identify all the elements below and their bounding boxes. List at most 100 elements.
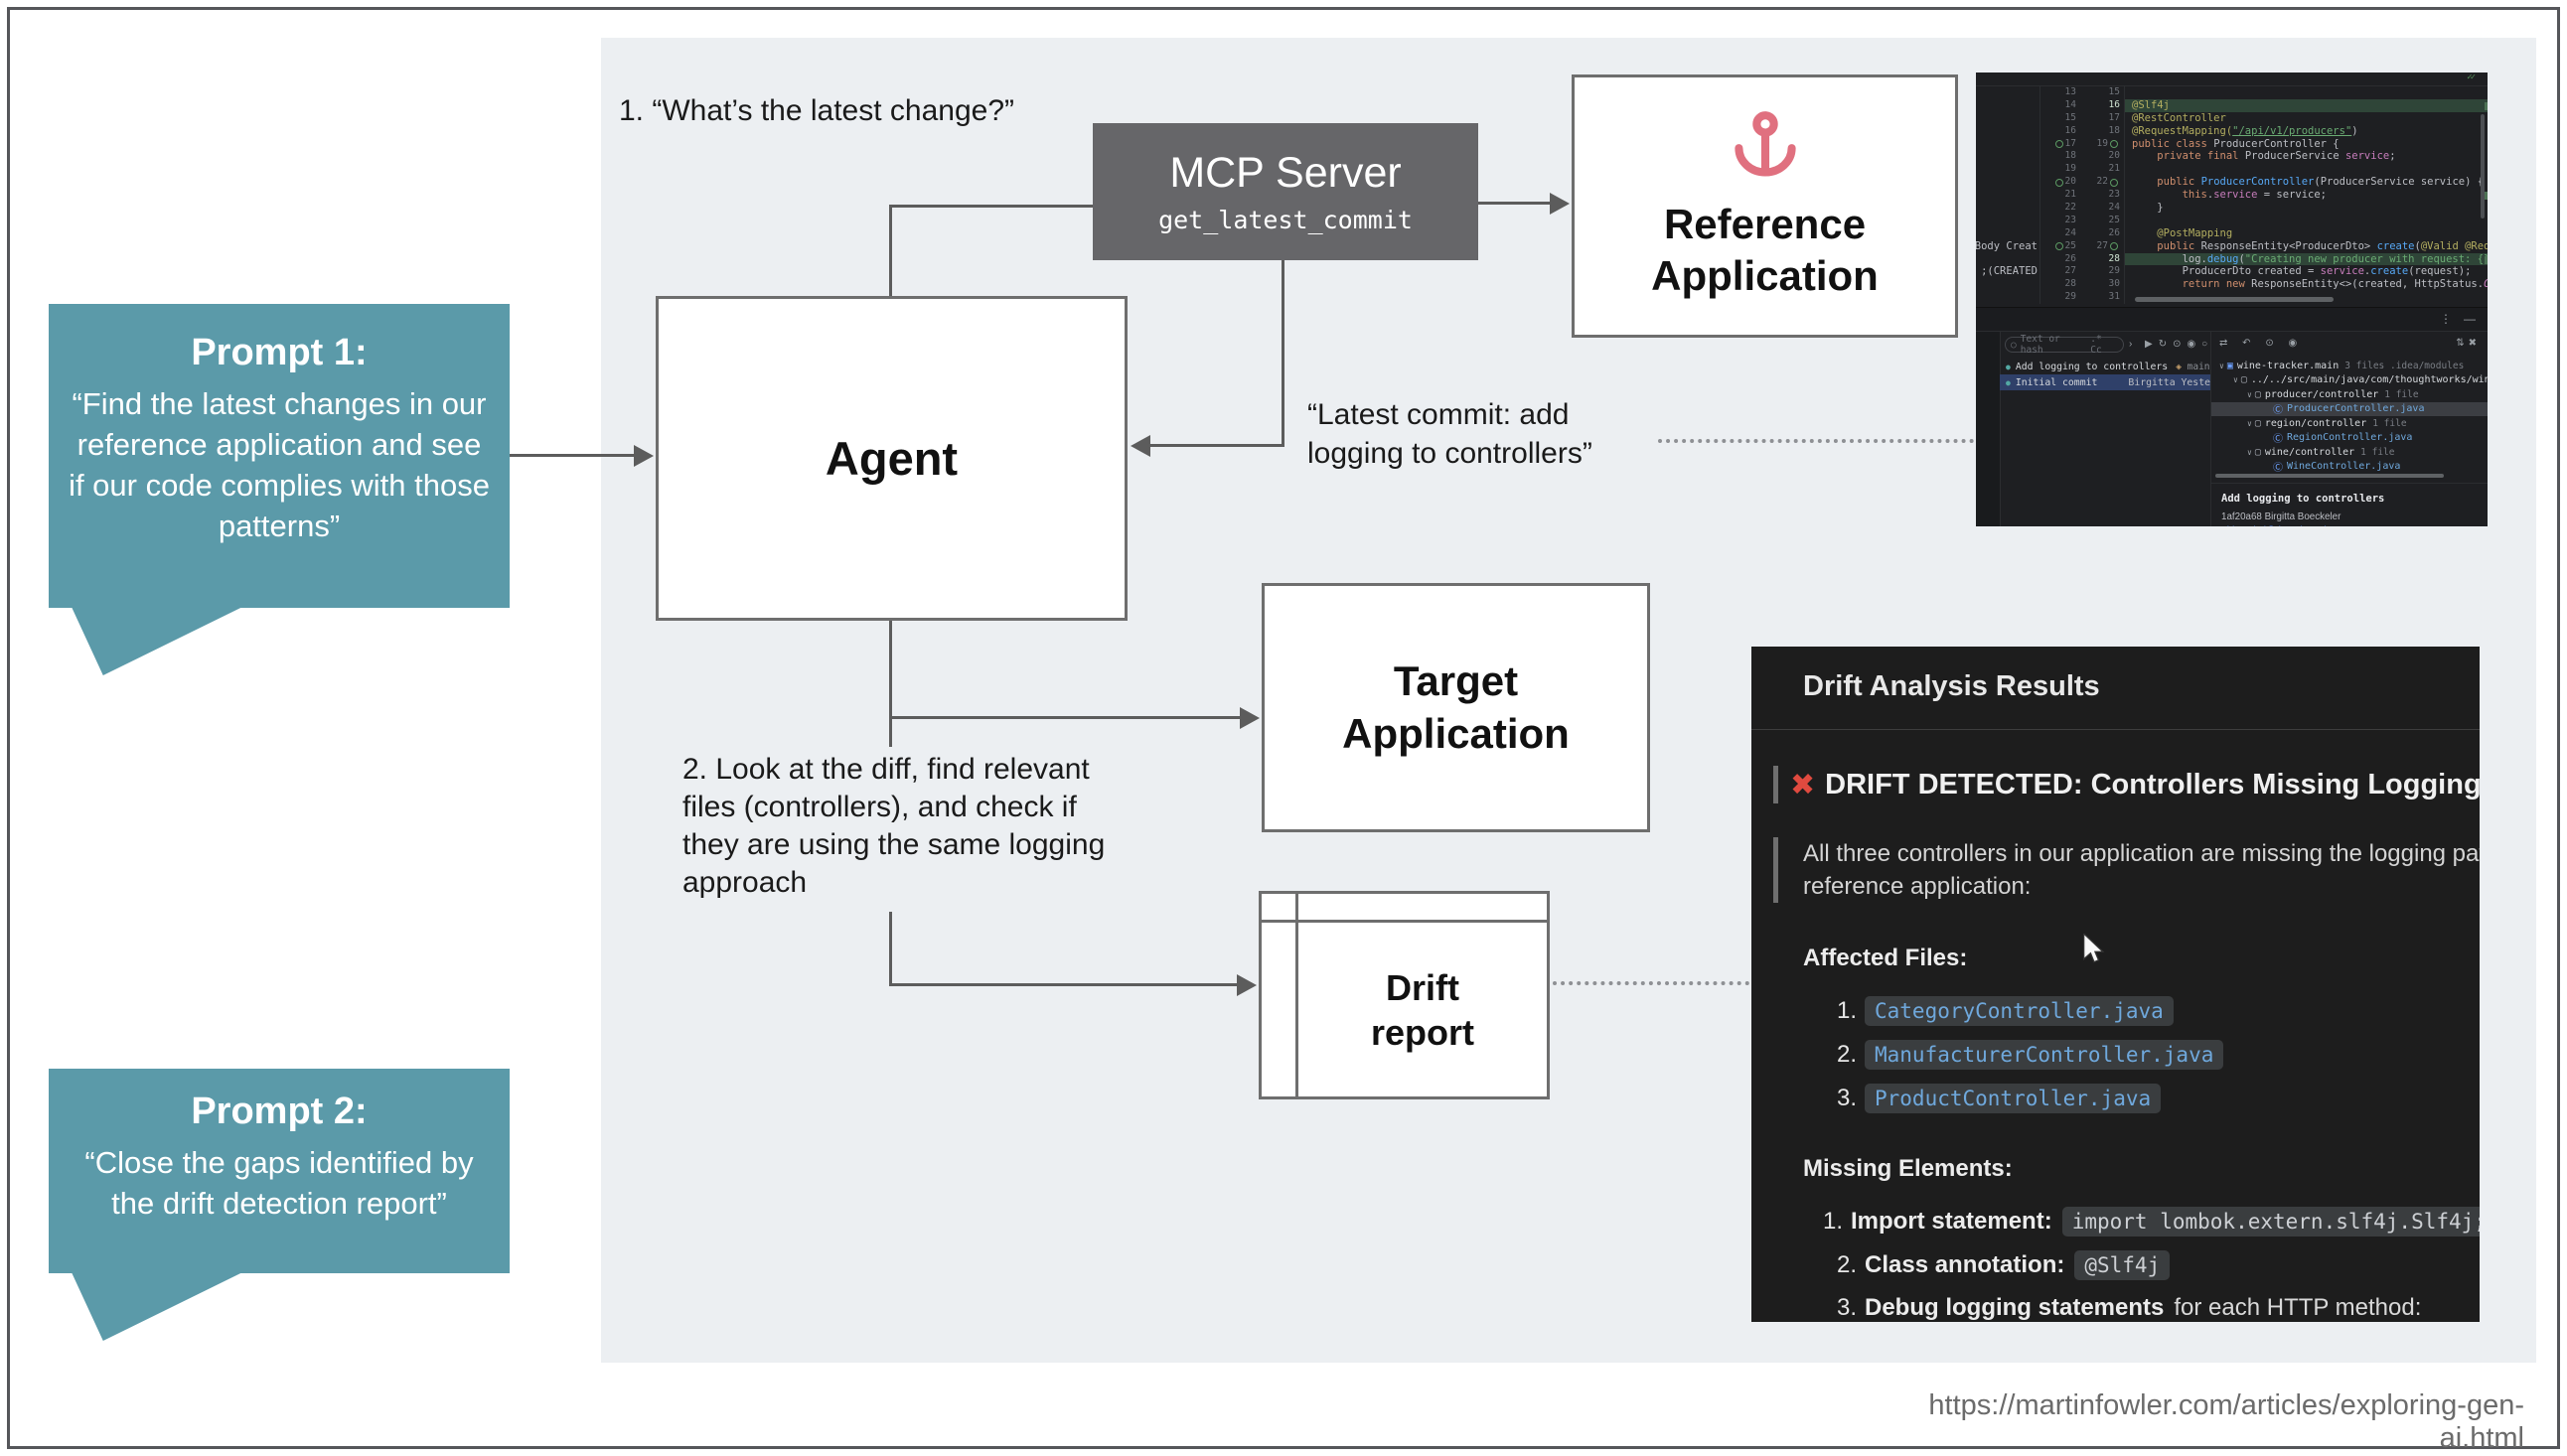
step1-label: 1. “What’s the latest change?”	[619, 94, 1014, 127]
reference-application-label: Reference Application	[1651, 200, 1879, 300]
missing-element-item: 3.Debug logging statements for each HTTP…	[1836, 1294, 2422, 1321]
missing-element-item: 2.Class annotation:@Slf4j	[1823, 1250, 2480, 1280]
affected-file-item: 3.ProductController.java	[1823, 1084, 2480, 1113]
connector-agent-to-mcp-vertical	[889, 205, 892, 298]
connector-mcp-to-agent-vertical	[1282, 260, 1284, 447]
source-url-caption[interactable]: https://martinfowler.com/articles/explor…	[1928, 1389, 2524, 1454]
override-icon	[2054, 242, 2063, 251]
search-options[interactable]: .* Cc	[2090, 334, 2102, 356]
latest-commit-label: “Latest commit: add logging to controlle…	[1307, 398, 1592, 470]
commit-author-email[interactable]: <bboeckel@thoughtworks.com>	[2221, 525, 2360, 526]
agent-label: Agent	[825, 432, 959, 485]
ide-top-strip	[1976, 73, 2488, 86]
drift-report-box: Drift report	[1259, 891, 1550, 1099]
target-application-label: Target Application	[1342, 657, 1570, 757]
missing-element-item: 1.Import statement:import lombok.extern.…	[1823, 1207, 2480, 1237]
minimize-icon[interactable]: —	[2464, 312, 2476, 326]
report-header-divider	[1262, 920, 1547, 923]
alert-left-bar	[1773, 766, 1778, 803]
connector-agent-to-mcp-horizontal	[889, 205, 1095, 208]
tree-horizontal-scrollbar[interactable]	[2215, 474, 2444, 478]
anchor-icon	[1729, 110, 1802, 189]
folder-icon: ▢	[2254, 446, 2261, 458]
affected-file-item: 2.ManufacturerController.java	[1823, 1040, 2480, 1070]
drift-analysis-panel: Drift Analysis Results ✖ DRIFT DETECTED:…	[1751, 647, 2480, 1322]
file-chip[interactable]: CategoryController.java	[1865, 996, 2174, 1026]
override-icon	[2054, 140, 2063, 148]
file-chip[interactable]: ManufacturerController.java	[1865, 1040, 2224, 1070]
file-chip[interactable]: ProductController.java	[1865, 1084, 2162, 1113]
connector-to-target	[889, 716, 1242, 719]
mouse-cursor	[2081, 932, 2107, 970]
connector-to-drift-report	[889, 983, 1239, 986]
prompt1-title: Prompt 1:	[191, 332, 368, 373]
arrowhead-into-agent-right	[1131, 435, 1150, 457]
folder-icon: ▢	[2254, 388, 2261, 400]
tree-toolbar-right-icons[interactable]: ⇅✖	[2456, 338, 2481, 349]
commit-dot-icon: ●	[2006, 377, 2011, 387]
diff-change-marker	[2485, 192, 2488, 200]
error-x-icon: ✖	[1790, 768, 1816, 801]
drift-alert: ✖ DRIFT DETECTED: Controllers Missing Lo…	[1773, 766, 2480, 803]
folder-icon: ▢	[2240, 374, 2247, 386]
commit-row[interactable]: ●Add logging to controllers◈ mainBirgitt…	[2006, 361, 2210, 372]
mcp-server-title: MCP Server	[1169, 149, 1402, 197]
tree-row[interactable]: ∨▢../../src/main/java/com/thoughtworks/w…	[2233, 374, 2488, 386]
arrowhead-into-reference	[1550, 193, 1570, 215]
missing-elements-label: Missing Elements:	[1803, 1155, 2013, 1182]
drift-panel-title: Drift Analysis Results	[1803, 670, 2100, 702]
commit-detail-title: Add logging to controllers	[2221, 493, 2385, 505]
override-icon	[2054, 178, 2063, 187]
commit-list-pane: ○ Text or hash .* Cc › ▶↻⊙◉○ ●Add loggin…	[2000, 332, 2210, 526]
connector-mcp-to-agent-horizontal	[1150, 444, 1284, 447]
git-toolbar-icons[interactable]: ▶↻⊙◉○	[2145, 339, 2210, 350]
affected-files-label: Affected Files:	[1803, 945, 1968, 971]
drift-title-divider	[1751, 729, 2480, 730]
commit-search-input[interactable]: ○ Text or hash .* Cc	[2005, 334, 2124, 356]
target-application-box: Target Application	[1262, 583, 1650, 832]
commit-dot-icon: ●	[2006, 362, 2011, 371]
chevron-down-icon: ∨	[2219, 361, 2224, 370]
chevron-down-icon: ∨	[2233, 375, 2238, 385]
dotted-link-to-drift-panel	[1553, 981, 1749, 985]
search-chevron-icon[interactable]: ›	[2129, 339, 2133, 350]
override-icon	[2110, 140, 2118, 148]
diff-horizontal-scrollbar[interactable]	[2135, 297, 2334, 302]
prompt1-bubble: Prompt 1: “Find the latest changes in ou…	[49, 304, 510, 608]
branch-tag: ◈ main	[2176, 361, 2210, 372]
more-icon[interactable]: ⋮	[2440, 312, 2452, 326]
tree-toolbar-icons[interactable]: ⇄ ↶ ⊙ ◉	[2219, 338, 2304, 349]
report-left-divider	[1295, 894, 1298, 1096]
class-icon: Ⓒ	[2273, 463, 2283, 474]
diff-change-marker	[2485, 256, 2488, 264]
chevron-down-icon: ∨	[2247, 389, 2252, 399]
drift-description: All three controllers in our application…	[1773, 837, 2480, 903]
chevron-down-icon: ∨	[2247, 418, 2252, 428]
reference-application-box: Reference Application	[1572, 74, 1958, 338]
tool-window-strip	[1976, 332, 2001, 526]
diff-vertical-scrollbar[interactable]	[2481, 114, 2485, 218]
